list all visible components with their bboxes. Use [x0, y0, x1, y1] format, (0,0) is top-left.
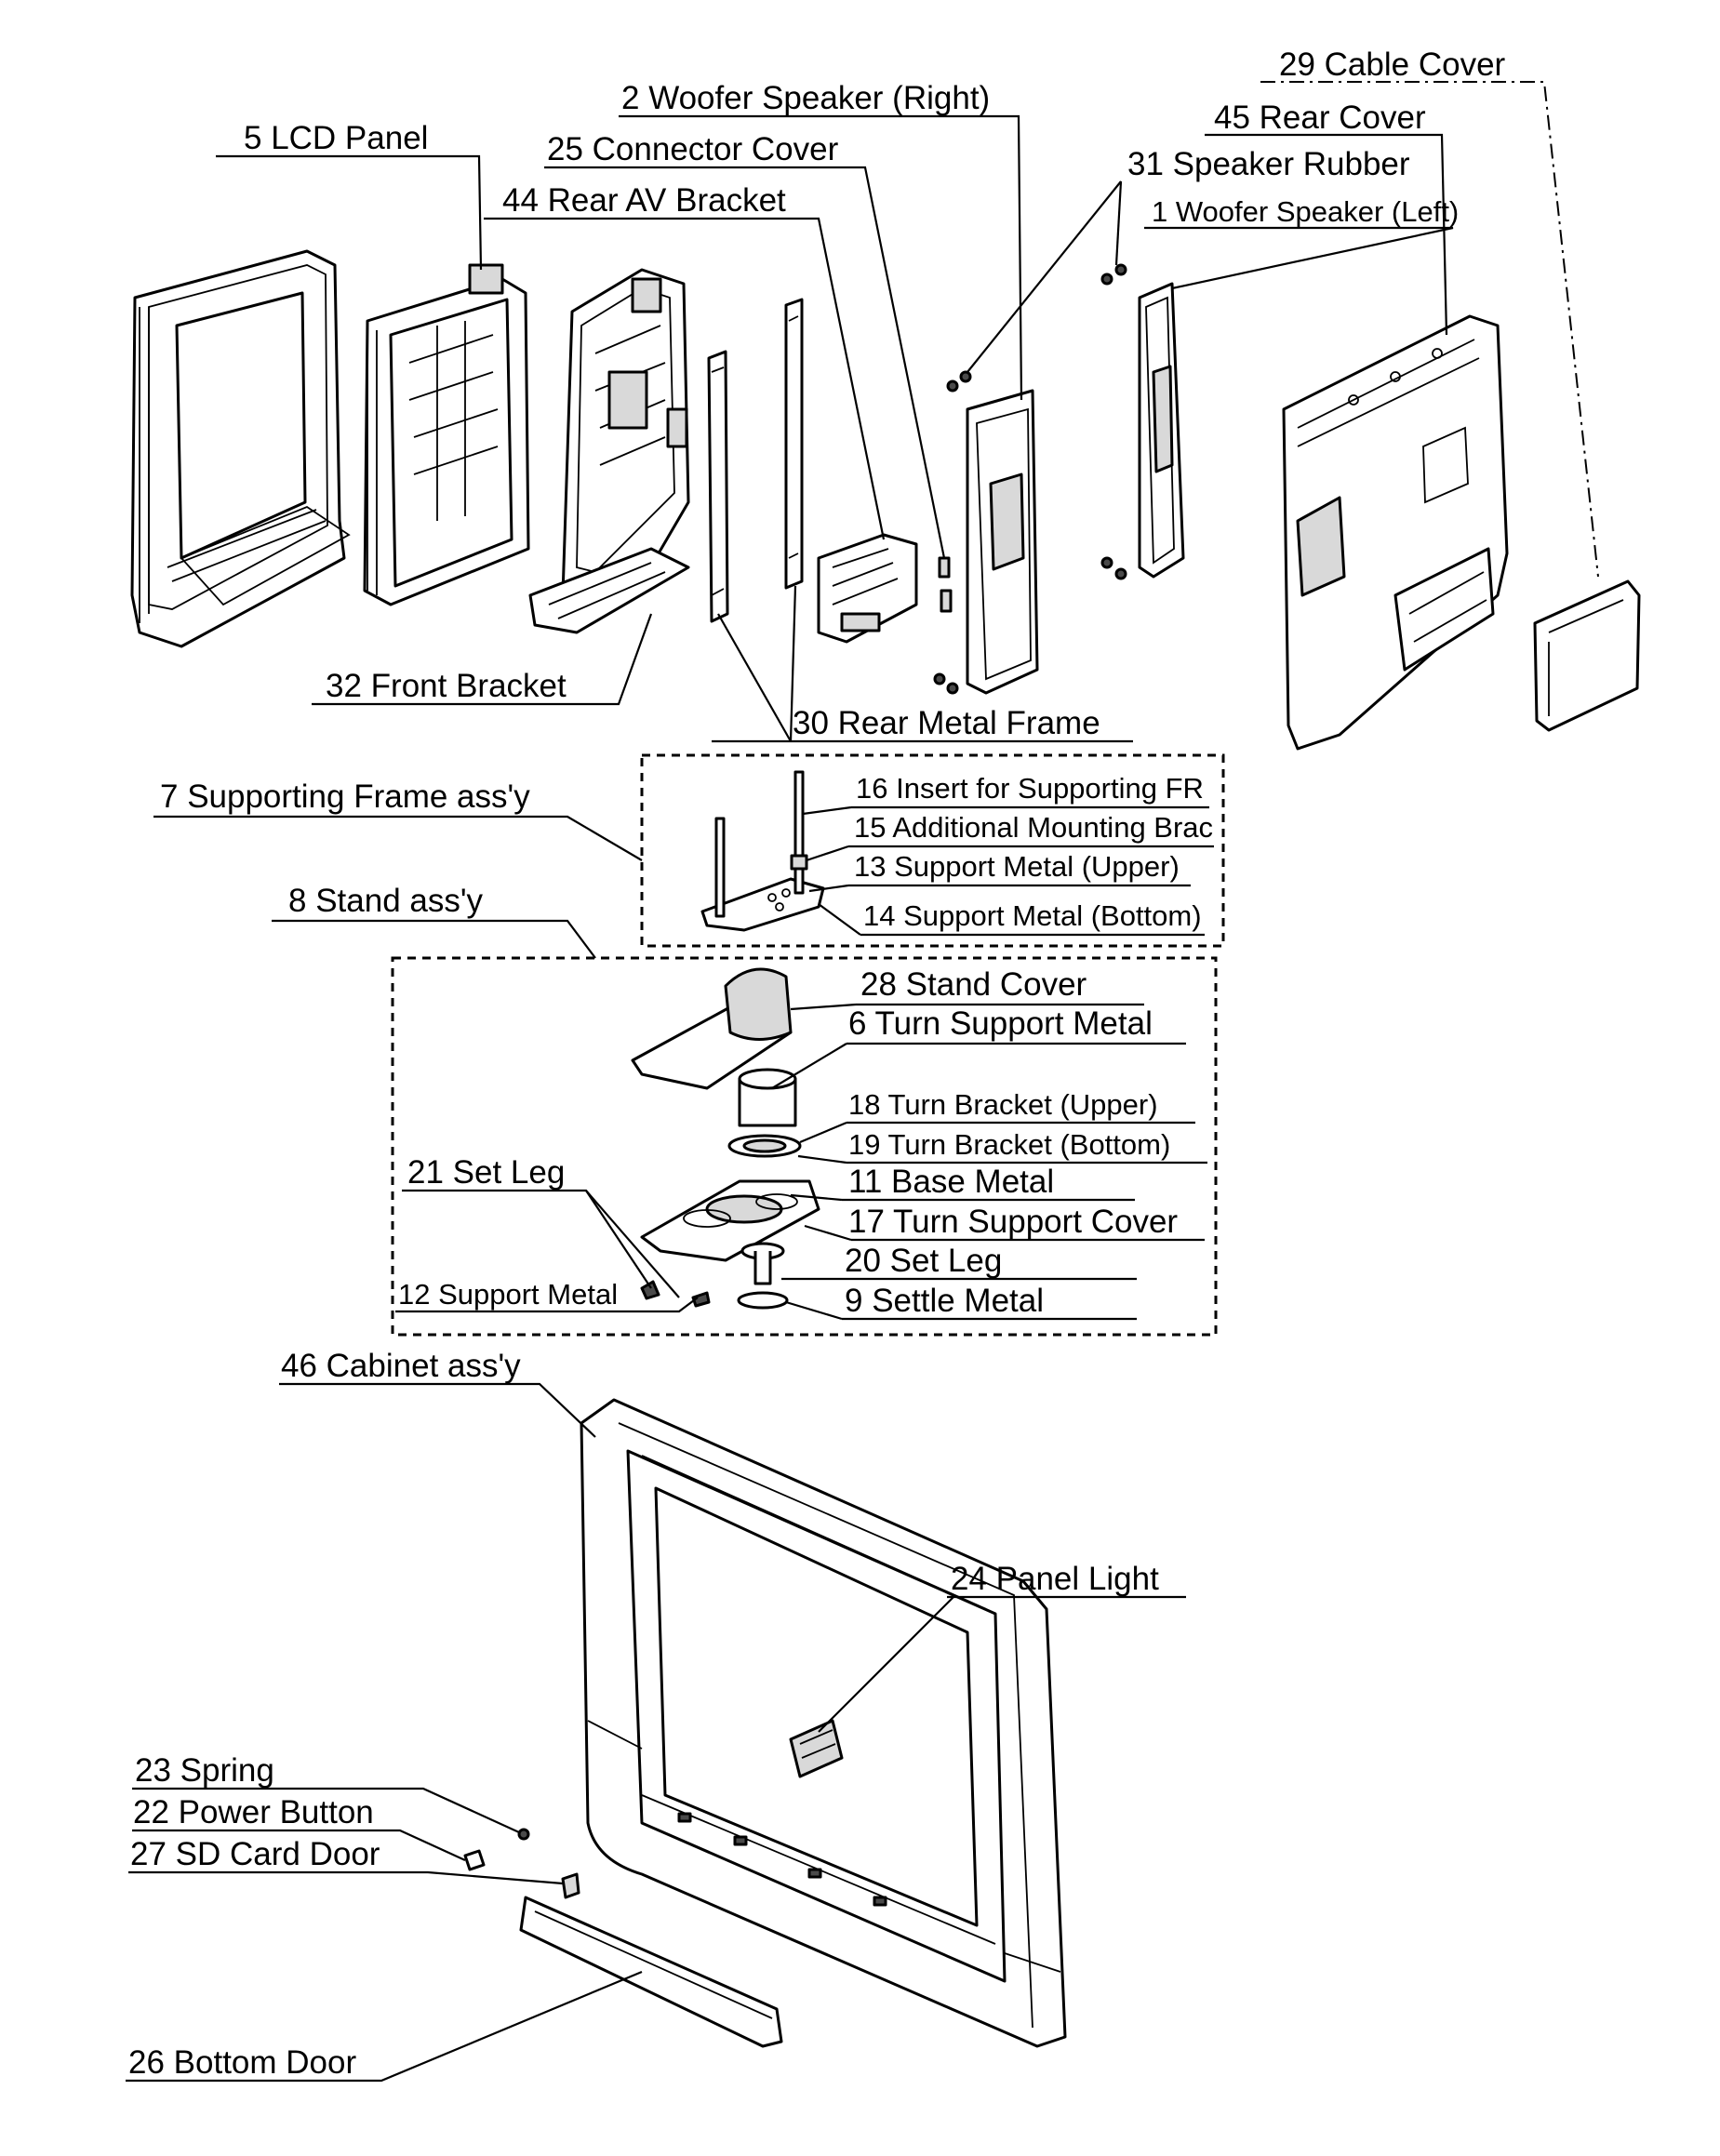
label-additional-mounting: 15 Additional Mounting Brac: [854, 811, 1213, 844]
leader-lines: [126, 81, 1599, 2083]
label-rear-cover: 45 Rear Cover: [1214, 100, 1426, 136]
label-front-bracket: 32 Front Bracket: [326, 668, 567, 704]
label-supporting-frame: 7 Supporting Frame ass'y: [160, 779, 530, 815]
rear-av-bracket-part: [817, 533, 918, 644]
woofer-speaker-right-part: [933, 370, 1039, 695]
label-turn-bracket-upper: 18 Turn Bracket (Upper): [848, 1088, 1158, 1121]
cabinet-assy-part: [580, 1398, 1067, 2048]
label-cabinet-assy: 46 Cabinet ass'y: [281, 1348, 521, 1384]
label-rear-av-bracket: 44 Rear AV Bracket: [502, 182, 786, 219]
label-settle-metal: 9 Settle Metal: [845, 1283, 1044, 1319]
part-labels: 29 Cable Cover 2 Woofer Speaker (Right) …: [128, 47, 1506, 2081]
woofer-speaker-left-part: [1100, 263, 1185, 580]
label-support-metal-upper: 13 Support Metal (Upper): [854, 850, 1180, 883]
label-sd-card-door: 27 SD Card Door: [130, 1836, 380, 1872]
label-rear-metal-frame: 30 Rear Metal Frame: [793, 705, 1100, 741]
label-cable-cover: 29 Cable Cover: [1279, 47, 1506, 83]
label-turn-support-cover: 17 Turn Support Cover: [848, 1204, 1178, 1240]
connector-cover-part: [938, 556, 953, 613]
label-base-metal: 11 Base Metal: [848, 1164, 1054, 1200]
label-turn-bracket-bottom: 19 Turn Bracket (Bottom): [848, 1128, 1170, 1161]
cable-cover-part: [1533, 579, 1641, 732]
rear-cover-part: [1282, 314, 1509, 751]
supporting-frame-group-box: [640, 753, 1225, 948]
label-connector-cover: 25 Connector Cover: [547, 131, 839, 167]
label-power-button: 22 Power Button: [133, 1794, 374, 1830]
label-insert-supporting: 16 Insert for Supporting FR: [856, 772, 1204, 805]
label-turn-support-metal: 6 Turn Support Metal: [848, 1005, 1153, 1042]
stand-cover-part: [631, 967, 802, 1158]
label-spring: 23 Spring: [135, 1752, 274, 1789]
label-panel-light: 24 Panel Light: [951, 1561, 1159, 1597]
label-speaker-rubber: 31 Speaker Rubber: [1127, 146, 1410, 182]
label-support-metal-12: 12 Support Metal: [398, 1278, 618, 1311]
label-set-leg-20: 20 Set Leg: [845, 1243, 1002, 1279]
base-metal-part: [640, 1179, 820, 1310]
label-woofer-right: 2 Woofer Speaker (Right): [621, 80, 990, 116]
label-stand-cover: 28 Stand Cover: [860, 966, 1087, 1003]
main-chassis-part: [528, 268, 690, 634]
label-set-leg-21: 21 Set Leg: [407, 1154, 565, 1191]
label-bottom-door: 26 Bottom Door: [128, 2044, 356, 2081]
label-support-metal-bottom: 14 Support Metal (Bottom): [863, 899, 1202, 932]
label-stand-assy: 8 Stand ass'y: [288, 883, 484, 919]
label-woofer-left: 1 Woofer Speaker (Left): [1152, 195, 1459, 228]
supporting-frame-part: [700, 770, 825, 932]
rear-metal-frame-part: [707, 298, 804, 623]
label-lcd-panel: 5 LCD Panel: [244, 120, 428, 156]
lcd-panel-part: [363, 263, 530, 606]
stand-assy-group-box: [391, 956, 1218, 1337]
front-small-parts: [463, 1828, 783, 2048]
front-frame-part: [130, 249, 351, 648]
